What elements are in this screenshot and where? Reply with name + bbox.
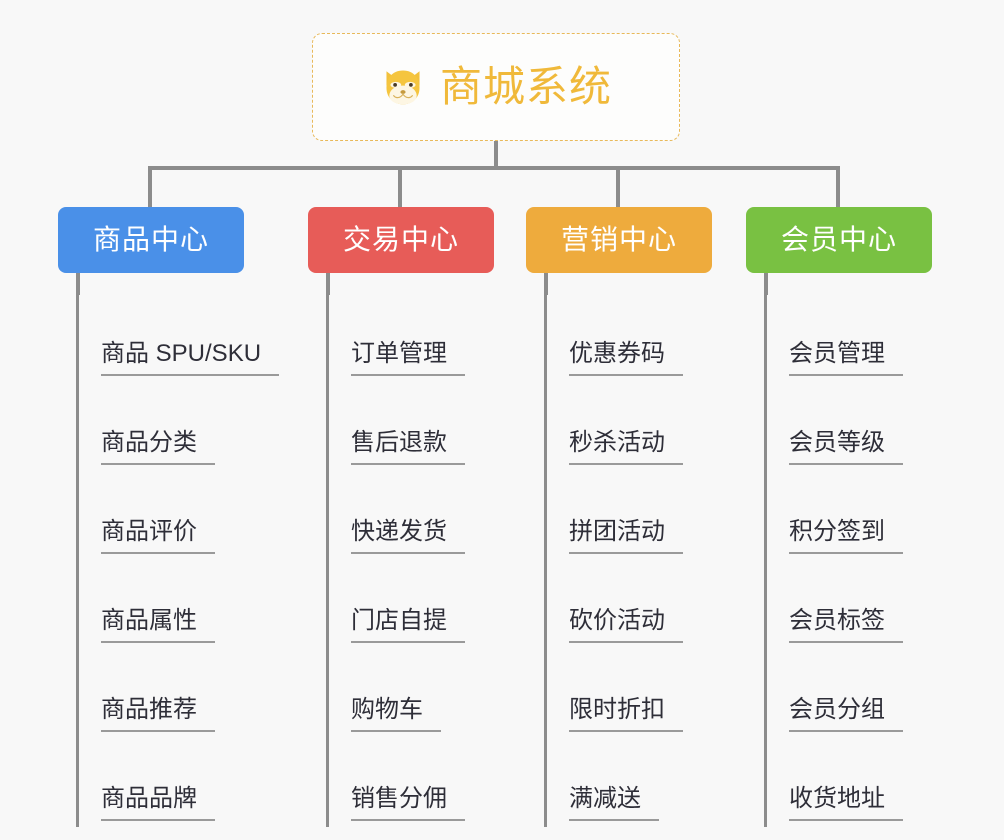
connector-drop-trade-center	[398, 166, 402, 208]
root-title: 商城系统	[439, 63, 612, 110]
leaf-label: 订单管理	[351, 340, 465, 376]
category-header-product-center[interactable]: 商品中心	[58, 207, 244, 273]
leaf-item[interactable]: 秒杀活动	[547, 382, 683, 471]
leaf-item[interactable]: 会员分组	[767, 649, 903, 738]
leaf-label: 商品评价	[101, 518, 215, 554]
leaf-item[interactable]: 商品分类	[79, 382, 279, 471]
connector-root-stub	[494, 141, 498, 169]
leaf-label: 会员标签	[789, 607, 903, 643]
leaf-label: 售后退款	[351, 429, 465, 465]
branch-product-center: 商品中心 商品 SPU/SKU 商品分类 商品评价 商品属性 商品推荐 商品品牌	[58, 207, 280, 827]
branch-member-center: 会员中心 会员管理 会员等级 积分签到 会员标签 会员分组 收货地址	[746, 207, 932, 827]
category-header-member-center[interactable]: 会员中心	[746, 207, 932, 273]
leaf-label: 砍价活动	[569, 607, 683, 643]
leaf-label: 秒杀活动	[569, 429, 683, 465]
leaf-label: 收货地址	[789, 785, 903, 821]
connector-header-stub	[76, 273, 80, 295]
leaf-label: 会员管理	[789, 340, 903, 376]
leaf-item[interactable]: 购物车	[329, 649, 465, 738]
leaf-label: 快递发货	[351, 518, 465, 554]
leaf-item[interactable]: 会员标签	[767, 560, 903, 649]
leaf-item[interactable]: 商品品牌	[79, 738, 279, 827]
leaf-label: 商品品牌	[101, 785, 215, 821]
leaf-label: 商品推荐	[101, 696, 215, 732]
leaf-item[interactable]: 会员等级	[767, 382, 903, 471]
leaf-item[interactable]: 商品 SPU/SKU	[79, 293, 280, 382]
leaf-label: 门店自提	[351, 607, 465, 643]
leaf-label: 购物车	[351, 696, 441, 732]
leaf-item[interactable]: 销售分佣	[329, 738, 465, 827]
connector-header-stub	[764, 273, 768, 295]
leaf-item[interactable]: 快递发货	[329, 471, 465, 560]
leaf-item[interactable]: 商品评价	[79, 471, 279, 560]
leaf-label: 会员等级	[789, 429, 903, 465]
category-header-marketing-center[interactable]: 营销中心	[526, 207, 712, 273]
category-label: 会员中心	[780, 224, 897, 255]
leaf-item[interactable]: 商品推荐	[79, 649, 279, 738]
leaf-label: 拼团活动	[569, 518, 683, 554]
connector-drop-member-center	[836, 166, 840, 208]
connector-drop-product-center	[148, 166, 152, 208]
leaf-label: 商品 SPU/SKU	[101, 340, 280, 376]
root-node[interactable]: 商城系统	[312, 33, 680, 141]
leaf-item[interactable]: 售后退款	[329, 382, 465, 471]
branch-marketing-center: 营销中心 优惠券码 秒杀活动 拼团活动 砍价活动 限时折扣 满减送	[526, 207, 712, 827]
leaf-item[interactable]: 满减送	[547, 738, 683, 827]
leaf-list-trade-center: 订单管理 售后退款 快递发货 门店自提 购物车 销售分佣	[326, 293, 465, 827]
category-label: 交易中心	[342, 224, 459, 255]
leaf-item[interactable]: 优惠券码	[547, 293, 683, 382]
connector-header-stub	[544, 273, 548, 295]
connector-horizontal-bus	[148, 166, 840, 170]
leaf-label: 限时折扣	[569, 696, 683, 732]
leaf-label: 销售分佣	[351, 785, 465, 821]
leaf-label: 优惠券码	[569, 340, 683, 376]
leaf-item[interactable]: 砍价活动	[547, 560, 683, 649]
leaf-list-member-center: 会员管理 会员等级 积分签到 会员标签 会员分组 收货地址	[764, 293, 903, 827]
leaf-label: 积分签到	[789, 518, 903, 554]
category-header-trade-center[interactable]: 交易中心	[308, 207, 494, 273]
leaf-item[interactable]: 拼团活动	[547, 471, 683, 560]
branch-trade-center: 交易中心 订单管理 售后退款 快递发货 门店自提 购物车 销售分佣	[308, 207, 494, 827]
leaf-item[interactable]: 门店自提	[329, 560, 465, 649]
leaf-item[interactable]: 积分签到	[767, 471, 903, 560]
category-label: 商品中心	[92, 224, 209, 255]
leaf-list-marketing-center: 优惠券码 秒杀活动 拼团活动 砍价活动 限时折扣 满减送	[544, 293, 683, 827]
leaf-list-product-center: 商品 SPU/SKU 商品分类 商品评价 商品属性 商品推荐 商品品牌	[76, 293, 280, 827]
connector-header-stub	[326, 273, 330, 295]
leaf-label: 商品属性	[101, 607, 215, 643]
leaf-item[interactable]: 限时折扣	[547, 649, 683, 738]
leaf-label: 会员分组	[789, 696, 903, 732]
shiba-dog-face-icon	[380, 64, 426, 110]
leaf-label: 满减送	[569, 785, 659, 821]
leaf-item[interactable]: 会员管理	[767, 293, 903, 382]
leaf-label: 商品分类	[101, 429, 215, 465]
connector-drop-marketing-center	[616, 166, 620, 208]
leaf-item[interactable]: 订单管理	[329, 293, 465, 382]
category-label: 营销中心	[560, 224, 677, 255]
leaf-item[interactable]: 收货地址	[767, 738, 903, 827]
leaf-item[interactable]: 商品属性	[79, 560, 279, 649]
